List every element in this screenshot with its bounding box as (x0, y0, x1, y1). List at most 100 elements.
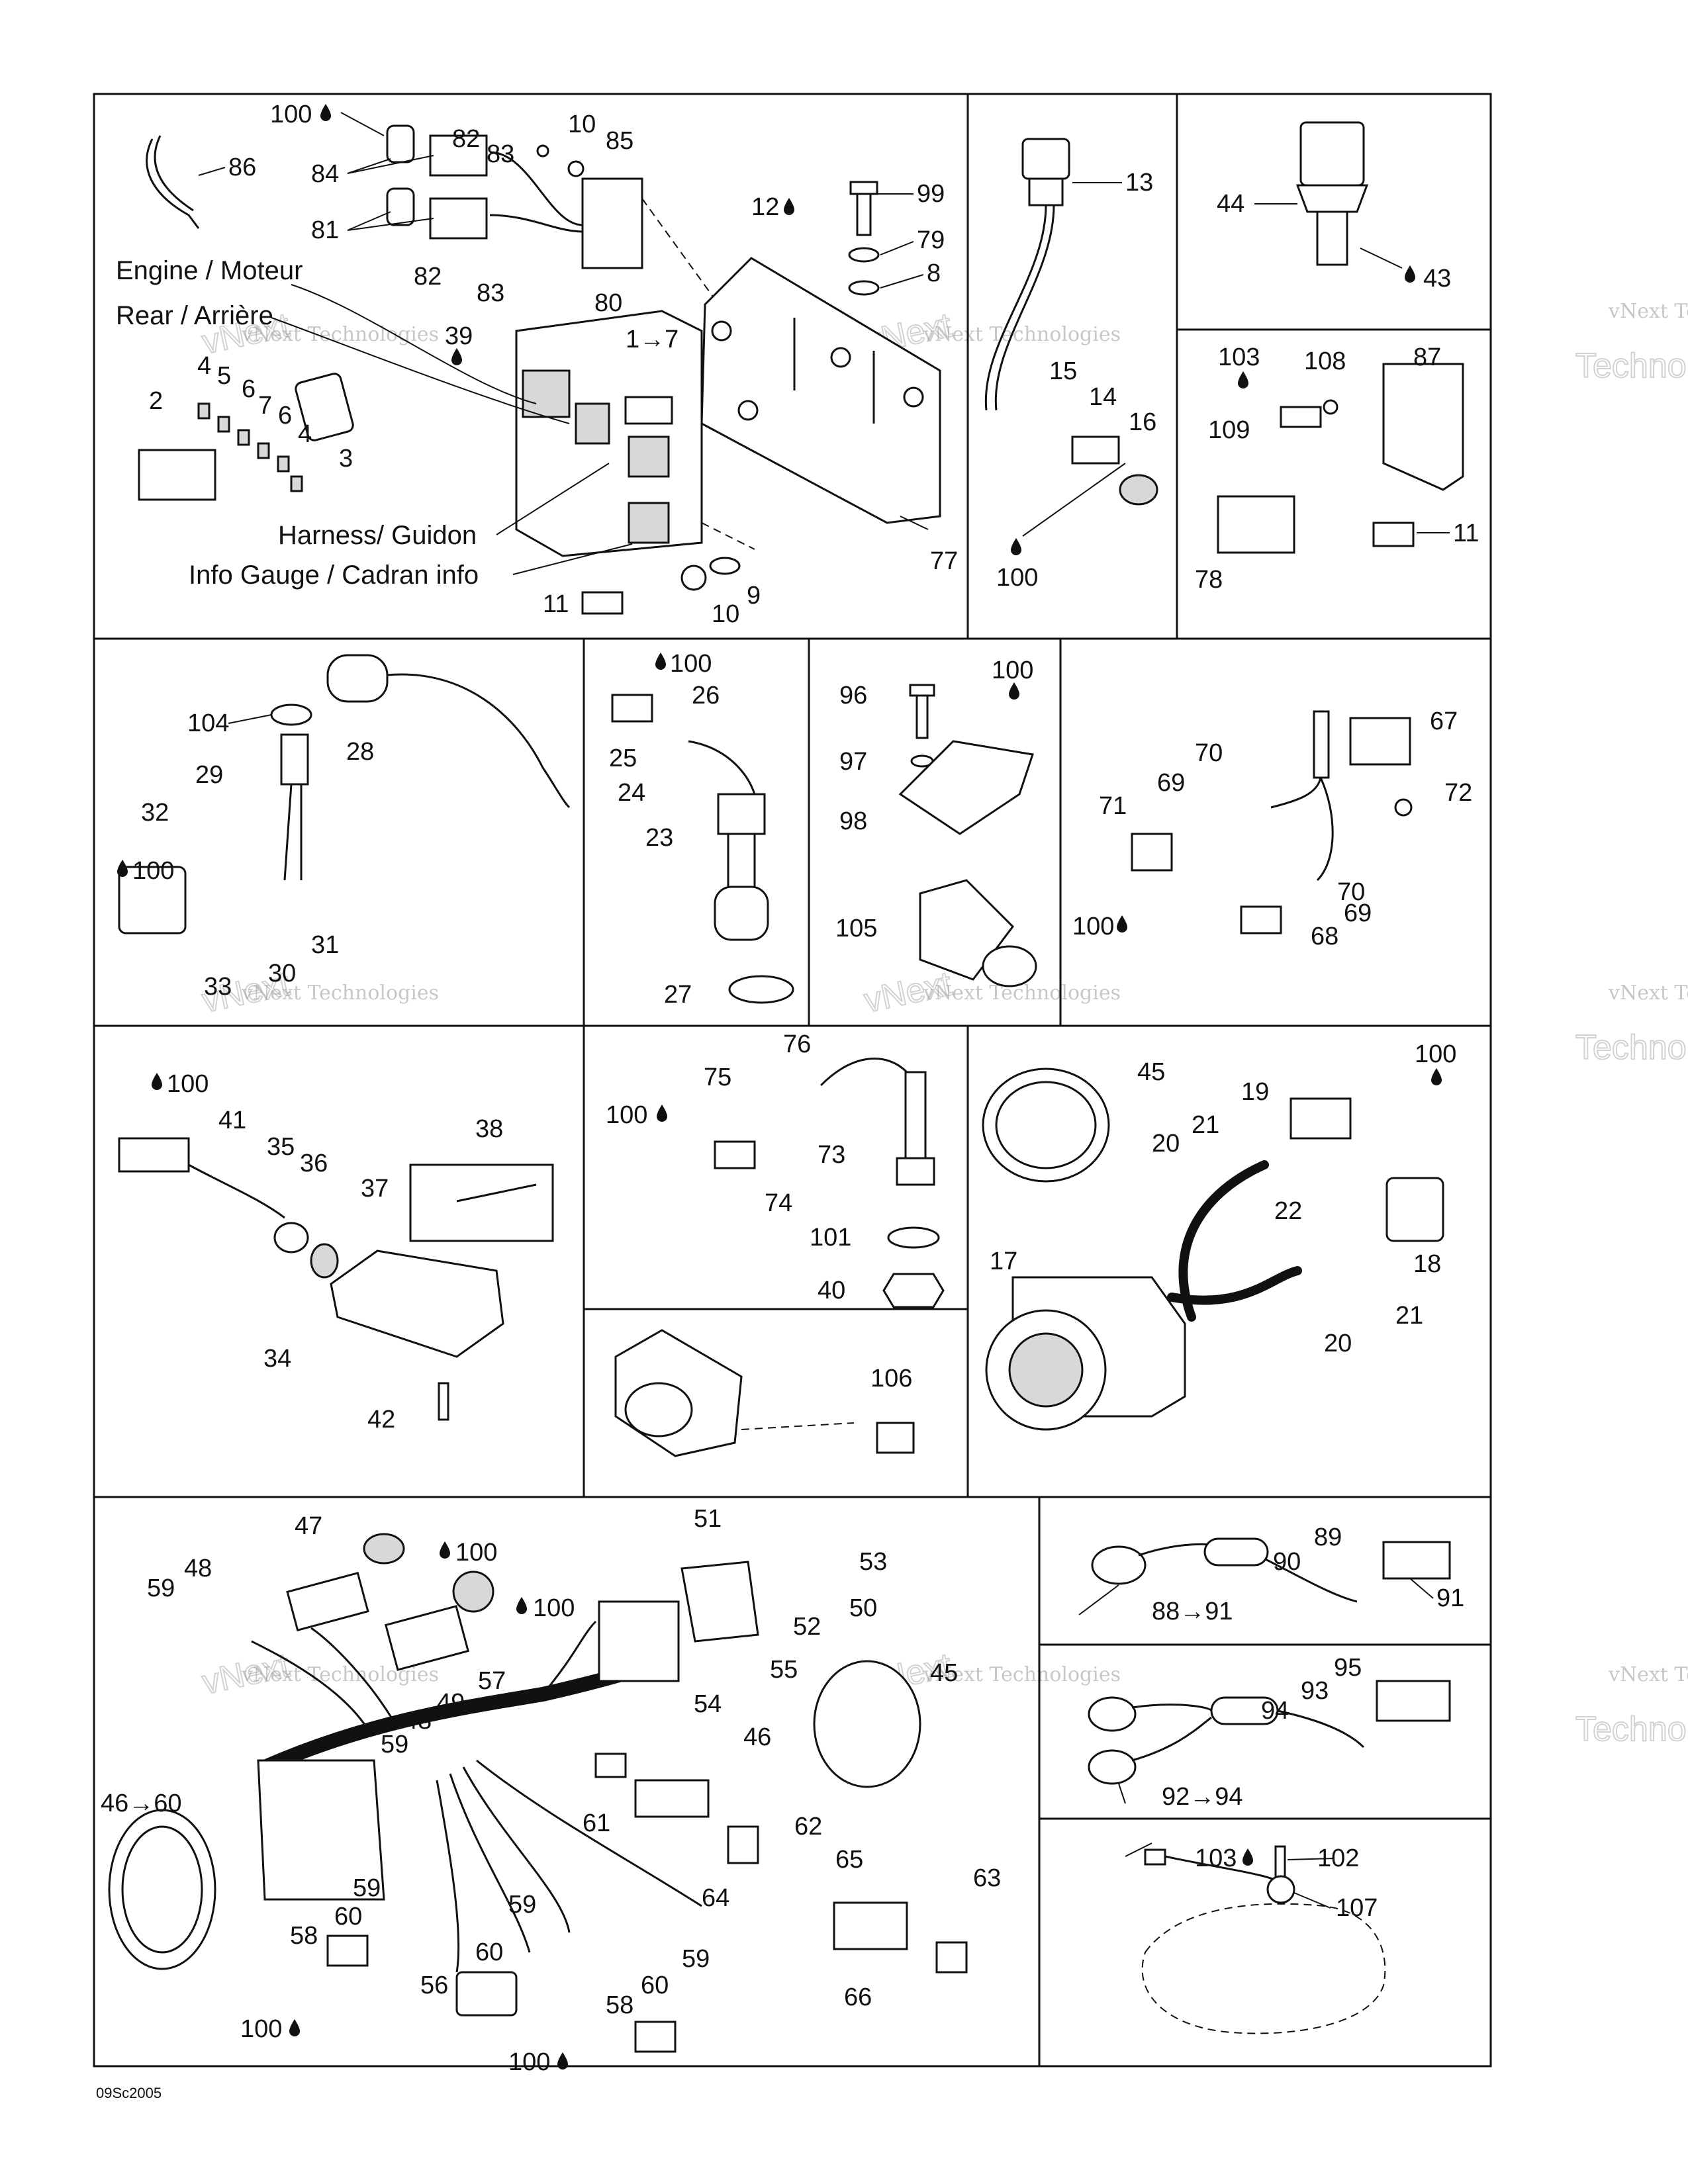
part-callout: 48 (184, 1555, 212, 1582)
oil-drop-icon (1431, 1068, 1442, 1085)
caption-rear: Rear / Arrière (116, 301, 273, 330)
bolt (856, 187, 872, 236)
wire (1270, 777, 1334, 882)
oil-drop-icon (516, 1597, 527, 1614)
boot (680, 1561, 759, 1643)
oil-drop-icon (152, 1073, 162, 1090)
part-callout: 100 (992, 657, 1033, 684)
wire (283, 784, 303, 881)
watermark: vNext Technologies (241, 981, 439, 1005)
wire-sleeve (1203, 1537, 1269, 1567)
part-callout: 57 (478, 1667, 506, 1695)
sensor (1088, 1749, 1137, 1785)
tie-strap (146, 138, 200, 229)
seal-ring (270, 704, 312, 726)
ecm-port (522, 369, 571, 418)
connector (634, 1779, 710, 1818)
watermark-outline: Technologies (1575, 347, 1688, 385)
part-callout: 96 (839, 682, 867, 709)
nut (882, 1273, 945, 1308)
part-callout: 16 (1129, 408, 1156, 436)
callouts: 86 100 84 82 83 10 85 81 82 83 80 12 99 … (101, 101, 1479, 2076)
oil-drop-icon (1009, 682, 1019, 700)
part-callout: 100 (270, 101, 312, 128)
part-callout: 30 (268, 960, 296, 987)
part-callout: 93 (1301, 1677, 1329, 1705)
connector (1144, 1848, 1166, 1866)
wire-branch (436, 1759, 702, 1973)
bolt-head (909, 684, 935, 697)
part-callout: 1→7 (626, 326, 679, 353)
inset-box (409, 1163, 554, 1242)
connector (1240, 905, 1282, 934)
panel-ecm (138, 124, 941, 615)
wire (1131, 1704, 1365, 1762)
watermark: vNext Technologies (1608, 981, 1688, 1005)
leader-line (1409, 1578, 1434, 1599)
part-callout: 83 (487, 140, 514, 168)
wire (188, 1163, 285, 1219)
part-callout: 47 (295, 1512, 322, 1540)
connector (1376, 1680, 1451, 1722)
part-callout: 55 (770, 1656, 798, 1684)
part-callout: 100 (996, 564, 1038, 592)
watermark: vNext Technologies (923, 323, 1121, 346)
part-callout: 58 (606, 1991, 633, 2019)
part-callout: 39 (445, 322, 473, 350)
part-callout: 63 (973, 1864, 1001, 1892)
wire (541, 1620, 597, 1695)
panel-sensor-13 (984, 138, 1158, 506)
part-callout: 100 (1072, 913, 1114, 940)
harness (1167, 1266, 1302, 1305)
wire-branch (251, 1627, 399, 1735)
caption-leader (271, 317, 570, 424)
part-callout: 69 (1344, 899, 1372, 927)
part-callout: 81 (311, 216, 339, 244)
part-callout: 100 (1415, 1040, 1456, 1068)
connector (118, 866, 187, 934)
module (581, 177, 643, 269)
housing-port (624, 1382, 693, 1437)
part-callout: 51 (694, 1505, 722, 1533)
connector (611, 694, 653, 723)
part-callout: 86 (228, 154, 256, 181)
connector-seal (452, 1570, 494, 1613)
sensor-head (717, 793, 766, 835)
part-callout: 18 (1413, 1250, 1441, 1278)
connector (1289, 1097, 1352, 1140)
part-callout: 108 (1304, 347, 1346, 375)
leader-line (347, 211, 391, 231)
panel-73 (714, 1058, 945, 1308)
wire-sleeve (1313, 710, 1330, 779)
leader-line (340, 112, 385, 136)
screw (438, 1382, 449, 1421)
part-callout: 71 (1099, 792, 1127, 820)
panel-solenoid (1217, 363, 1464, 554)
oil-drop-icon (557, 2052, 568, 2070)
part-callout: 45 (930, 1659, 958, 1687)
connector (455, 1971, 518, 2017)
part-callout: 73 (818, 1141, 845, 1169)
bracket-hole (737, 400, 759, 421)
part-callout: 48 (404, 1707, 432, 1735)
part-callout: 91 (1436, 1584, 1464, 1612)
watermark: vNext Technologies (1608, 1663, 1688, 1686)
panel-88 (1091, 1537, 1451, 1603)
part-callout: 59 (381, 1731, 408, 1758)
part-callout: 59 (508, 1891, 536, 1919)
part-callout: 53 (859, 1548, 887, 1576)
part-callout: 52 (793, 1613, 821, 1641)
wire (688, 740, 756, 795)
part-callout: 78 (1195, 566, 1223, 594)
part-callout: 70 (1337, 878, 1365, 906)
watermark-outline: Technologies (1575, 1028, 1688, 1067)
wire (984, 205, 1055, 411)
oil-drop-icon (451, 348, 462, 365)
oil-drop-icon (289, 2019, 300, 2036)
bracket-hole (711, 320, 732, 341)
fuse (217, 416, 230, 433)
part-callout: 56 (420, 1972, 448, 1999)
part-callout: 82 (452, 125, 480, 153)
panel-92 (1088, 1680, 1451, 1785)
part-callout: 26 (692, 682, 720, 709)
